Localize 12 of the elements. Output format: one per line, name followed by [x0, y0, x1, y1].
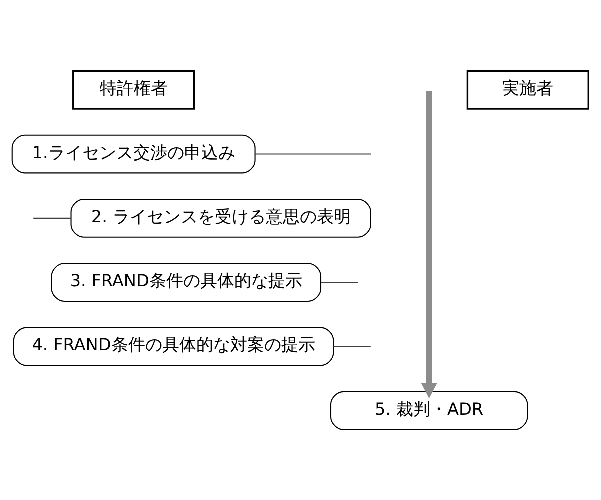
connector	[34, 217, 71, 218]
connector	[321, 282, 358, 283]
node-box: 3. FRAND条件の具体的な提示	[51, 262, 322, 302]
connector	[334, 346, 371, 347]
node-box: 2. ライセンスを受ける意思の表明	[70, 198, 372, 238]
arrow	[421, 90, 438, 398]
node-box: 4. FRAND条件の具体的な対案の提示	[13, 326, 334, 366]
node-box: 実施者	[466, 70, 590, 110]
node-box: 5. 裁判・ADR	[330, 390, 528, 430]
node-box: 1.ライセンス交渉の申込み	[12, 134, 256, 174]
connector	[255, 153, 372, 154]
node-box: 特許権者	[72, 70, 196, 110]
